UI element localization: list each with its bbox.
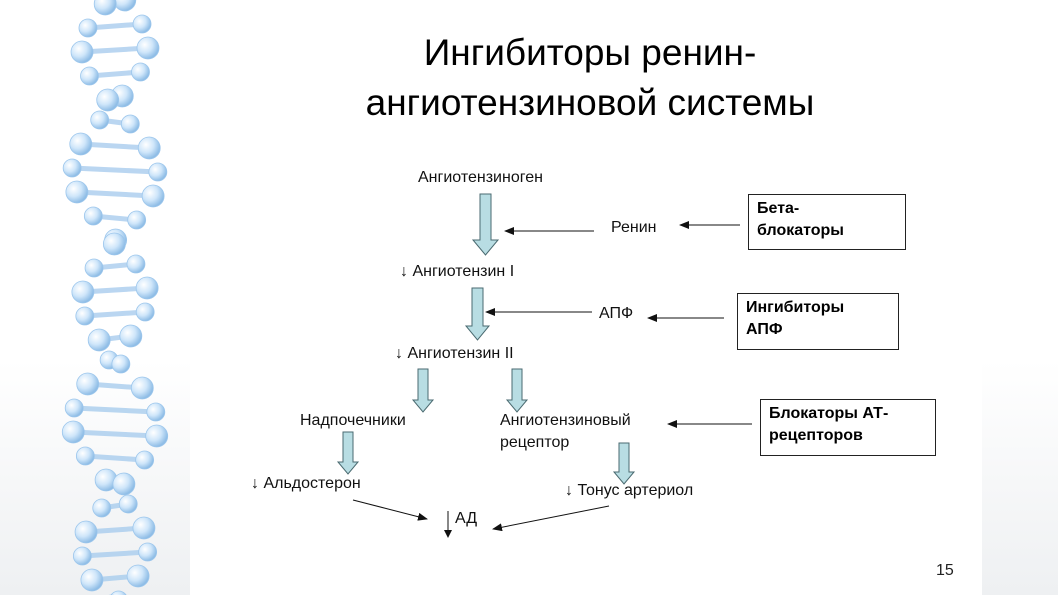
receptor-line-2: рецептор	[500, 434, 570, 451]
helix-ball	[87, 328, 111, 352]
helix-ball	[90, 110, 110, 130]
helix-ball	[132, 516, 156, 540]
box-beta-blockers: Бета- блокаторы	[748, 194, 906, 250]
helix-ball	[146, 402, 166, 422]
box-acei: Ингибиторы АПФ	[737, 293, 899, 350]
helix-ball	[69, 132, 93, 156]
helix-ball	[112, 472, 136, 496]
arrow-tone-to-ad	[492, 505, 610, 532]
helix-rung	[74, 189, 156, 199]
helix-ball	[132, 14, 152, 34]
acei-line-1: Ингибиторы	[746, 299, 845, 316]
node-angiotensin-2: ↓ Ангиотензин II	[395, 345, 514, 362]
node-arteriole-tone: ↓ Тонус артериол	[565, 482, 694, 499]
helix-ball	[70, 40, 94, 64]
helix-ball	[130, 376, 154, 400]
slide-title: Ингибиторы ренин- ангиотензиновой систем…	[260, 28, 920, 128]
helix-rung	[79, 549, 151, 559]
helix-ball	[92, 498, 112, 518]
block-arrow-receptor-to-tone	[612, 442, 636, 485]
helix-ball	[76, 372, 100, 396]
helix-ball	[74, 520, 98, 544]
node-renin: Ренин	[611, 219, 657, 236]
helix-ball	[148, 162, 168, 182]
page-number: 15	[936, 562, 954, 579]
node-receptor: Ангиотензиновый рецептор	[500, 411, 631, 453]
helix-ball	[136, 36, 160, 60]
helix-ball	[93, 0, 117, 16]
node-angiotensin-1: ↓ Ангиотензин I	[400, 263, 515, 280]
helix-rung	[70, 429, 160, 439]
node-aldosterone: ↓ Альдостерон	[251, 475, 361, 492]
helix-ball	[137, 136, 161, 160]
helix-rung	[82, 309, 148, 319]
arrow-aldosterone-to-ad	[352, 499, 428, 521]
helix-ball	[96, 88, 120, 112]
helix-ball	[72, 546, 92, 566]
helix-ball	[75, 306, 95, 326]
box-arb: Блокаторы АТ- рецепторов	[760, 399, 936, 456]
helix-ball	[145, 424, 169, 448]
beta-line-2: блокаторы	[757, 222, 844, 239]
helix-ball	[64, 398, 84, 418]
helix-ball	[120, 114, 140, 134]
helix-rung	[69, 165, 161, 175]
block-arrow-to-adrenals	[411, 368, 435, 413]
helix-ball	[113, 0, 137, 12]
receptor-line-1: Ангиотензиновый	[500, 412, 631, 429]
helix-ball	[135, 450, 155, 470]
helix-ball	[126, 254, 146, 274]
node-ad: АД	[443, 509, 478, 538]
block-arrow-angiotensinogen-to-angiotensin1	[471, 193, 500, 256]
arb-line-2: рецепторов	[769, 427, 863, 444]
acei-line-2: АПФ	[746, 321, 783, 338]
helix-ball	[80, 568, 104, 592]
helix-ball	[111, 354, 131, 374]
helix-ball	[138, 542, 158, 562]
helix-ball	[135, 276, 159, 300]
helix-ball	[61, 420, 85, 444]
helix-ball	[80, 66, 99, 86]
helix-ball	[102, 232, 126, 256]
helix-ball	[119, 324, 143, 348]
title-line-1: Ингибиторы ренин-	[423, 32, 757, 73]
helix-rung	[82, 453, 148, 463]
helix-ball	[71, 280, 95, 304]
helix-ball	[62, 158, 82, 178]
arb-line-1: Блокаторы АТ-	[769, 405, 889, 422]
helix-ball	[83, 206, 103, 226]
node-angiotensinogen: Ангиотензиноген	[418, 169, 543, 186]
block-arrow-adrenals-to-aldosterone	[336, 431, 360, 475]
dna-helix-decoration	[61, 0, 169, 595]
helix-ball	[110, 590, 127, 595]
title-line-2: ангиотензиновой системы	[365, 82, 815, 123]
helix-ball	[135, 302, 155, 322]
helix-rung	[71, 405, 159, 415]
helix-ball	[141, 184, 165, 208]
block-arrow-to-receptor	[505, 368, 529, 413]
helix-ball	[84, 258, 104, 278]
helix-ball	[65, 180, 89, 204]
beta-line-1: Бета-	[757, 200, 800, 217]
helix-rung	[78, 141, 152, 151]
helix-ball	[127, 210, 147, 230]
node-adrenals: Надпочечники	[300, 412, 406, 429]
node-apf: АПФ	[599, 305, 634, 322]
down-arrow-icon	[444, 511, 452, 538]
helix-ball	[78, 18, 98, 38]
helix-ball	[118, 494, 138, 514]
helix-ball	[75, 446, 95, 466]
block-arrow-angiotensin1-to-angiotensin2	[464, 287, 491, 341]
helix-ball	[126, 564, 150, 588]
helix-ball	[131, 62, 150, 82]
ad-label: АД	[455, 510, 478, 527]
